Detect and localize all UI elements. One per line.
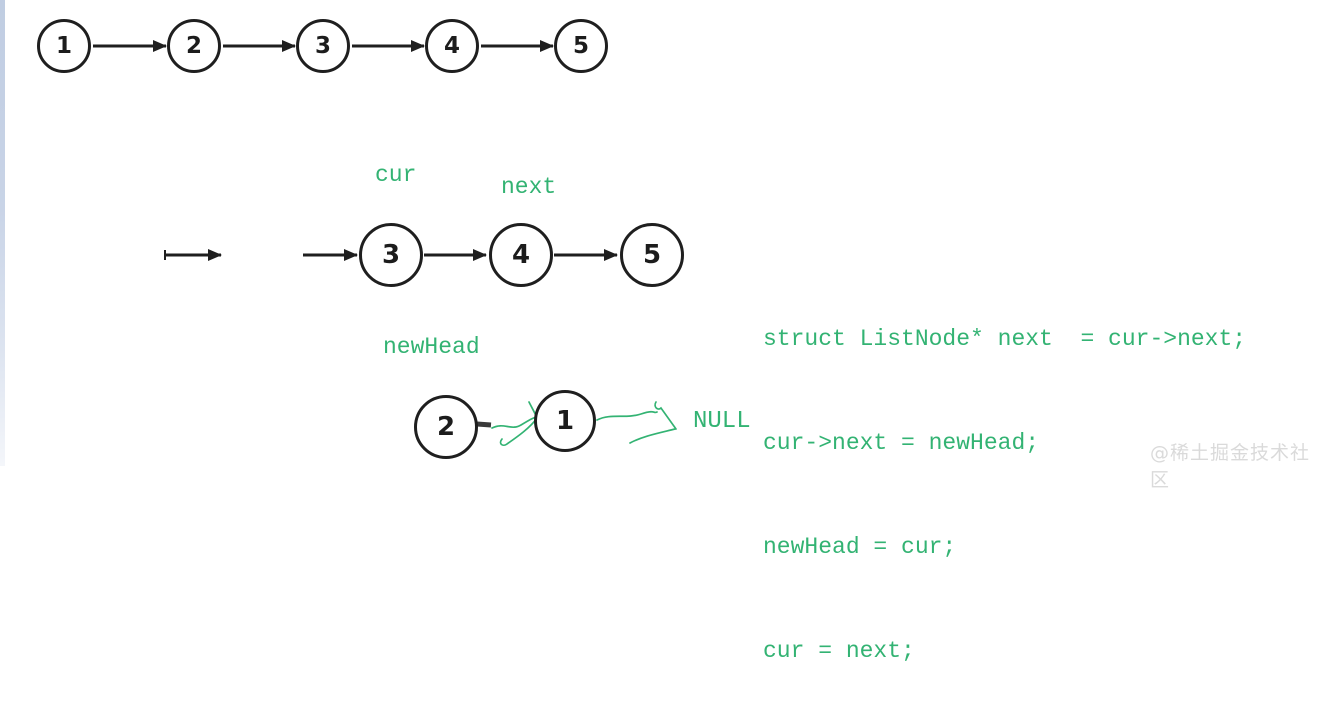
diagram-strokes-layer (93, 40, 677, 447)
node-value: 5 (572, 33, 589, 59)
node-value: 3 (381, 240, 401, 270)
top-list-node-5: 5 (554, 19, 608, 73)
code-line: cur = next; (763, 637, 915, 664)
top-list-node-1: 1 (37, 19, 91, 73)
bottom-list-node-2: 2 (414, 395, 478, 459)
node-value: 5 (642, 240, 662, 270)
code-line: newHead = cur; (763, 533, 957, 560)
node-value: 2 (436, 412, 456, 442)
middle-list-node-4: 4 (489, 223, 553, 287)
node-value: 2 (185, 33, 202, 59)
hand-drawn-line-node2-to-node1 (491, 416, 537, 429)
code-line: struct ListNode* next = cur->next; (763, 326, 1247, 353)
code-line: cur->next = newHead; (763, 429, 1040, 456)
top-list-node-4: 4 (425, 19, 479, 73)
newhead-pointer-label: newHead (383, 334, 480, 360)
next-pointer-label: next (501, 174, 557, 200)
erased-arrow-stub (476, 421, 492, 428)
hand-drawn-line-node1-to-null (596, 410, 658, 421)
left-edge-strip (0, 0, 5, 466)
middle-list-node-5: 5 (620, 223, 684, 287)
null-label: NULL (693, 408, 751, 435)
watermark: @稀土掘金技术社区 (1150, 442, 1311, 491)
node-value: 1 (555, 406, 575, 436)
cur-pointer-label: cur (375, 162, 417, 188)
top-list-node-3: 3 (296, 19, 350, 73)
node-value: 3 (314, 33, 331, 59)
hand-drawn-arrowhead-upper-stroke (654, 401, 677, 430)
middle-list-node-3: 3 (359, 223, 423, 287)
hand-drawn-arrowhead-lower-stroke (629, 428, 676, 444)
top-list-node-2: 2 (167, 19, 221, 73)
node-value: 4 (511, 240, 531, 270)
node-value: 1 (55, 33, 72, 59)
bottom-list-node-1: 1 (534, 390, 596, 452)
hand-drawn-arrowhead-at-node1 (499, 401, 538, 447)
node-value: 4 (443, 33, 460, 59)
